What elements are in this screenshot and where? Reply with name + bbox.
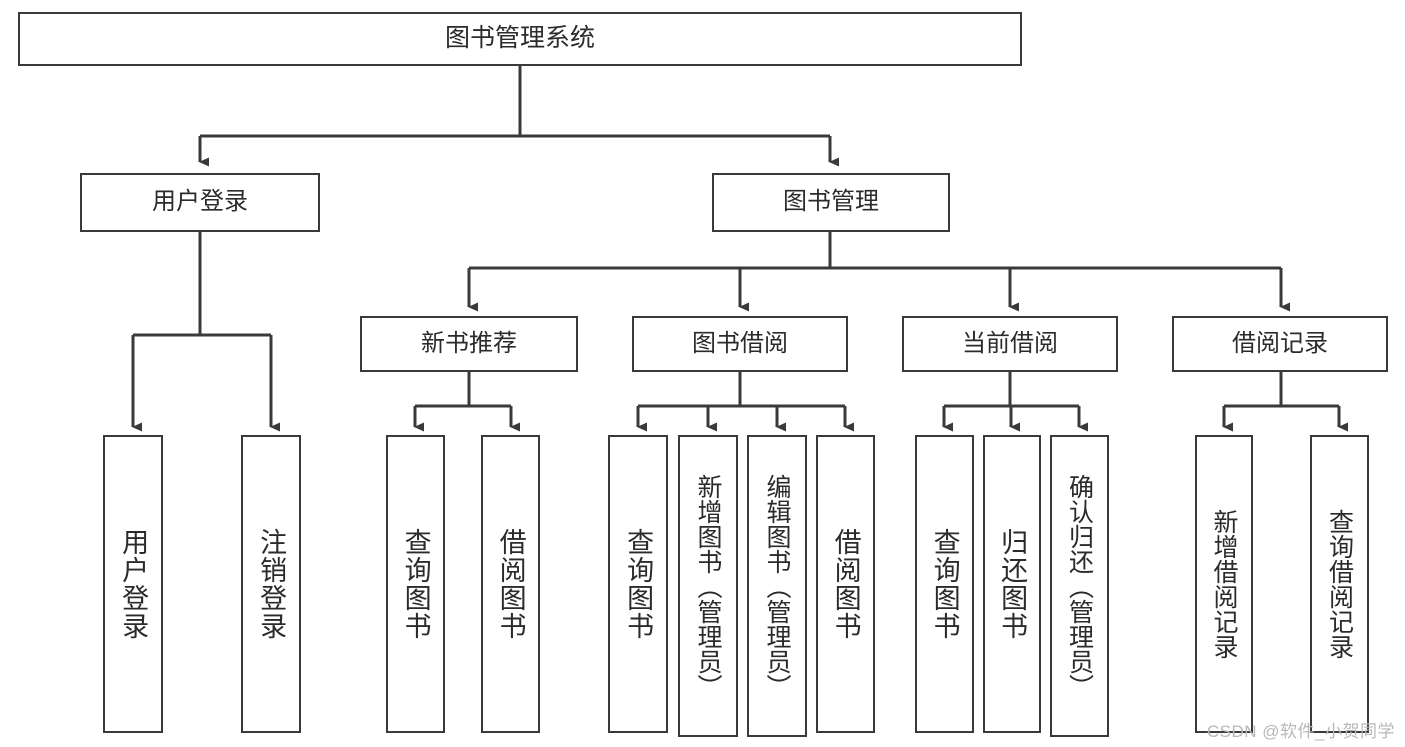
node-label: 注销登录 <box>256 528 287 640</box>
node-label: 新增图书（管理员） <box>694 473 722 699</box>
node-leaf-user-logout[interactable]: 注销登录 <box>241 435 301 733</box>
node-borrow-record[interactable]: 借阅记录 <box>1172 316 1388 372</box>
node-root-system[interactable]: 图书管理系统 <box>18 12 1022 66</box>
node-label: 查询图书 <box>929 528 960 640</box>
node-leaf-confirm-return[interactable]: 确认归还（管理员） <box>1050 435 1109 737</box>
node-label: 当前借阅 <box>962 329 1058 357</box>
node-leaf-add-record[interactable]: 新增借阅记录 <box>1195 435 1253 733</box>
node-label: 确认归还（管理员） <box>1065 473 1094 699</box>
node-leaf-borrow-book-2[interactable]: 借阅图书 <box>816 435 875 733</box>
node-label: 图书管理系统 <box>444 24 595 53</box>
node-leaf-edit-book[interactable]: 编辑图书（管理员） <box>747 435 807 737</box>
node-leaf-user-login[interactable]: 用户登录 <box>103 435 163 733</box>
node-label: 归还图书 <box>997 528 1028 640</box>
node-label: 新书推荐 <box>421 329 517 357</box>
node-leaf-query-book-2[interactable]: 查询图书 <box>608 435 668 733</box>
node-label: 查询图书 <box>623 528 654 640</box>
node-label: 借阅记录 <box>1232 329 1328 357</box>
node-label: 图书管理 <box>783 188 879 216</box>
node-new-book-recommend[interactable]: 新书推荐 <box>360 316 578 372</box>
node-book-borrow[interactable]: 图书借阅 <box>632 316 848 372</box>
node-book-manage[interactable]: 图书管理 <box>712 173 950 232</box>
node-label: 借阅图书 <box>830 528 861 640</box>
node-label: 查询借阅记录 <box>1325 509 1354 659</box>
node-label: 编辑图书（管理员） <box>763 473 791 699</box>
watermark-label: CSDN @软件_小贺同学 <box>1206 722 1395 741</box>
node-leaf-query-record[interactable]: 查询借阅记录 <box>1310 435 1369 733</box>
node-label: 图书借阅 <box>692 329 788 357</box>
node-leaf-query-book-1[interactable]: 查询图书 <box>386 435 445 733</box>
node-label: 借阅图书 <box>495 528 526 640</box>
node-label: 新增借阅记录 <box>1210 509 1238 659</box>
node-label: 用户登录 <box>152 188 248 216</box>
node-label: 查询图书 <box>400 528 431 640</box>
node-user-login[interactable]: 用户登录 <box>80 173 320 232</box>
node-leaf-return-book[interactable]: 归还图书 <box>983 435 1041 733</box>
node-leaf-add-book[interactable]: 新增图书（管理员） <box>678 435 738 737</box>
node-current-borrow[interactable]: 当前借阅 <box>902 316 1118 372</box>
node-leaf-query-book-3[interactable]: 查询图书 <box>915 435 974 733</box>
node-label: 用户登录 <box>118 528 149 640</box>
node-leaf-borrow-book-1[interactable]: 借阅图书 <box>481 435 540 733</box>
